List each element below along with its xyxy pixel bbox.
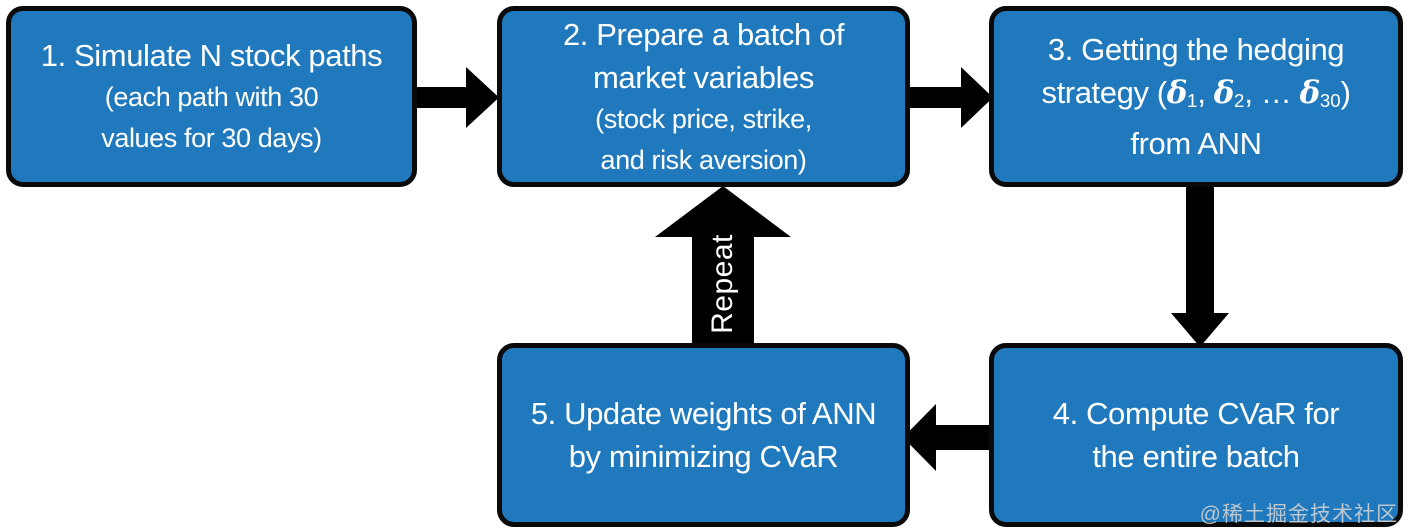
- repeat-arrow-label: Repeat: [706, 234, 739, 334]
- delta-30-subscript: 30: [1319, 90, 1341, 112]
- flow-step-2-prepare-batch: 2. Prepare a batch of market variables (…: [497, 6, 910, 187]
- watermark: @稀土掘金技术社区: [1199, 503, 1398, 526]
- arrow-step3-to-step4: [1171, 182, 1229, 347]
- step4-title-line2: the entire batch: [1092, 439, 1300, 474]
- step1-detail-line2: values for 30 days): [101, 123, 322, 153]
- step4-title-line1: 4. Compute CVaR for: [1052, 396, 1340, 431]
- flow-step-3-hedging-strategy: 3. Getting the hedging strategy (δ1, δ2,…: [989, 6, 1403, 187]
- delta-separator-1: ,: [1197, 74, 1214, 110]
- step1-title: 1. Simulate N stock paths: [40, 38, 383, 73]
- delta-1-symbol: δ: [1166, 74, 1188, 111]
- flow-step-4-compute-cvar: 4. Compute CVaR for the entire batch: [989, 343, 1403, 527]
- step5-title-line1: 5. Update weights of ANN: [530, 396, 877, 431]
- arrow-step1-to-step2: [408, 67, 499, 128]
- delta-2-subscript: 2: [1234, 90, 1245, 112]
- step3-title-line1: 3. Getting the hedging: [1047, 31, 1345, 67]
- delta-2-symbol: δ: [1213, 74, 1235, 111]
- step3-strategy-text: strategy (: [1041, 74, 1167, 110]
- step2-detail-line1: (stock price, strike,: [595, 103, 812, 134]
- step2-title-line1: 2. Prepare a batch of: [562, 16, 845, 52]
- delta-separator-2: , …: [1244, 74, 1300, 110]
- flow-step-1-simulate-paths: 1. Simulate N stock paths (each path wit…: [6, 6, 417, 187]
- step5-title-line2: by minimizing CVaR: [568, 439, 839, 474]
- step2-title-line2: market variables: [592, 59, 814, 95]
- step3-title-line3: from ANN: [1130, 126, 1262, 162]
- step3-paren-close: ): [1340, 74, 1351, 110]
- arrow-repeat-step5-to-step2: [655, 186, 791, 347]
- step2-detail-line2: and risk aversion): [600, 144, 807, 175]
- flow-step-5-update-weights: 5. Update weights of ANN by minimizing C…: [497, 343, 910, 527]
- arrow-step4-to-step5: [903, 404, 994, 471]
- delta-1-subscript: 1: [1186, 90, 1198, 112]
- arrow-step2-to-step3: [903, 67, 993, 128]
- delta-30-symbol: δ: [1299, 74, 1321, 111]
- step3-title-line2: strategy (δ1, δ2, … δ30): [1041, 71, 1350, 122]
- step1-detail-line1: (each path with 30: [104, 82, 319, 112]
